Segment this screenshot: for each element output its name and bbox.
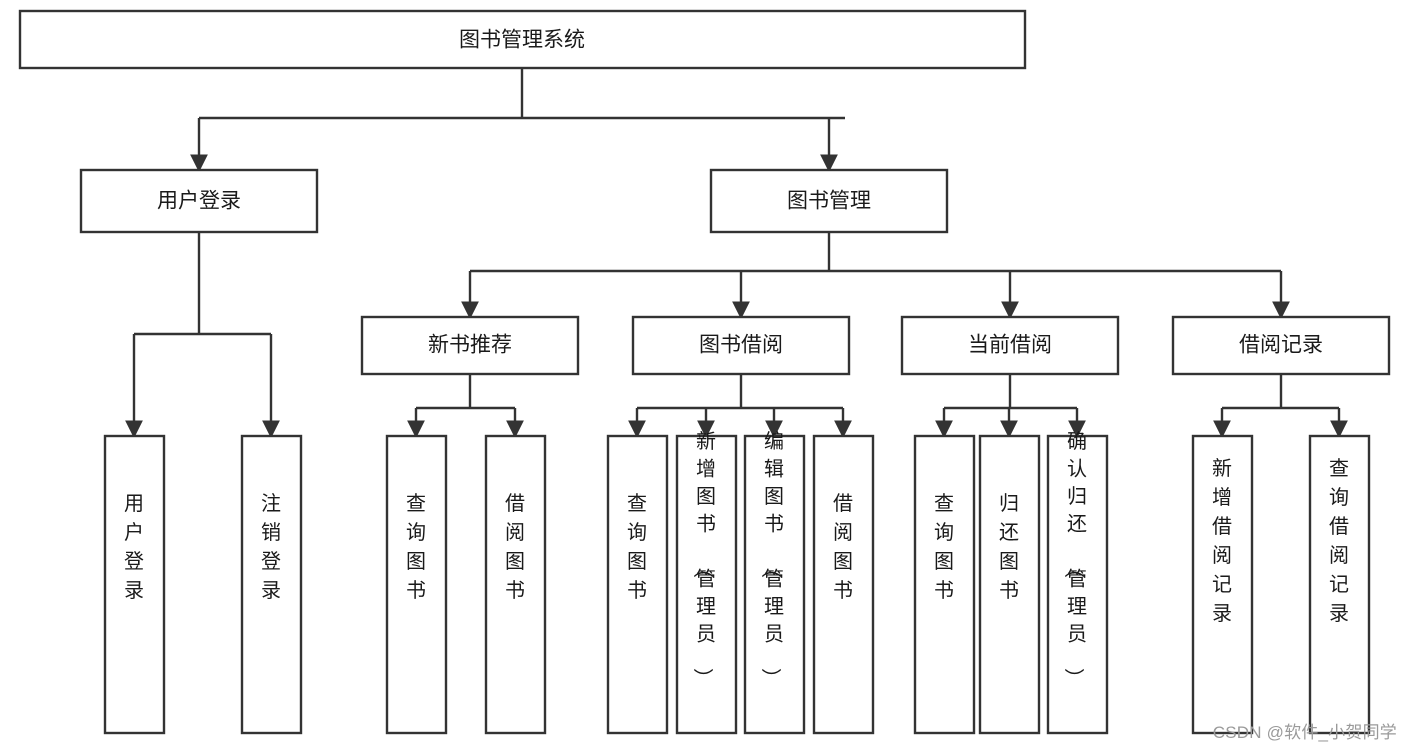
- node-new-book-recommend[interactable]: 新书推荐: [360, 315, 580, 376]
- node-leaf-query-borrow-record[interactable]: 查询借阅记录: [1308, 434, 1371, 735]
- node-current-borrow-label: 当前借阅: [968, 334, 1052, 357]
- node-book-management[interactable]: 图书管理: [709, 168, 949, 234]
- csdn-watermark: CSDN @软件_小贺同学: [1212, 723, 1397, 742]
- node-borrow-record-label: 借阅记录: [1239, 334, 1323, 357]
- node-leaf-borrow-book-recommend[interactable]: 借阅图书: [484, 434, 547, 735]
- node-leaf-edit-book-admin[interactable]: 编辑图书（管理员）: [743, 430, 806, 735]
- node-leaf-query-book-borrow[interactable]: 查询图书: [606, 434, 669, 735]
- edge-borrow-record-to-leaves: [1213, 374, 1348, 439]
- node-leaf-confirm-return-admin[interactable]: 确认归还（管理员）: [1046, 430, 1109, 735]
- edge-root-to-level1: [190, 68, 845, 173]
- edge-book-borrow-to-leaves: [628, 374, 852, 439]
- node-book-borrow-label: 图书借阅: [699, 334, 783, 357]
- edge-new-book-to-leaves: [407, 374, 524, 439]
- edge-book-manage-to-level2: [461, 232, 1290, 320]
- node-leaf-return-book-label: 归还图书: [999, 492, 1019, 602]
- node-leaf-borrow-book[interactable]: 借阅图书: [812, 434, 875, 735]
- node-leaf-query-borrow-record-label: 查询借阅记录: [1329, 457, 1349, 625]
- node-leaf-logout-label: 注销登录: [261, 492, 281, 602]
- node-leaf-borrow-book-label: 借阅图书: [833, 492, 853, 602]
- node-leaf-edit-book-admin-label: 编辑图书（管理员）: [759, 430, 784, 688]
- node-leaf-query-book-recommend-label: 查询图书: [406, 492, 426, 602]
- node-leaf-query-book-borrow-label: 查询图书: [627, 492, 647, 602]
- node-current-borrow[interactable]: 当前借阅: [900, 315, 1120, 376]
- node-borrow-record[interactable]: 借阅记录: [1171, 315, 1391, 376]
- node-leaf-add-borrow-record-label: 新增借阅记录: [1212, 457, 1232, 625]
- node-leaf-return-book[interactable]: 归还图书: [978, 434, 1041, 735]
- node-leaf-logout[interactable]: 注销登录: [240, 434, 303, 735]
- node-new-book-recommend-label: 新书推荐: [428, 334, 512, 357]
- node-leaf-add-book-admin-label: 新增图书（管理员）: [691, 430, 716, 688]
- node-leaf-query-book-recommend[interactable]: 查询图书: [385, 434, 448, 735]
- edge-current-borrow-to-leaves: [935, 374, 1086, 439]
- node-leaf-query-book-current-label: 查询图书: [934, 492, 954, 602]
- node-leaf-borrow-book-recommend-label: 借阅图书: [505, 492, 525, 602]
- edge-user-login-to-leaves: [125, 232, 280, 439]
- node-leaf-add-borrow-record[interactable]: 新增借阅记录: [1191, 434, 1254, 735]
- node-root-book-management-system[interactable]: 图书管理系统: [18, 9, 1027, 70]
- node-user-login-label: 用户登录: [157, 190, 241, 213]
- node-book-management-label: 图书管理: [787, 190, 871, 213]
- node-leaf-add-book-admin[interactable]: 新增图书（管理员）: [675, 430, 738, 735]
- node-leaf-user-login-label: 用户登录: [124, 493, 144, 602]
- node-leaf-query-book-current[interactable]: 查询图书: [913, 434, 976, 735]
- node-leaf-user-login[interactable]: 用户登录: [103, 434, 166, 735]
- node-book-borrow[interactable]: 图书借阅: [631, 315, 851, 376]
- node-user-login[interactable]: 用户登录: [79, 168, 319, 234]
- node-leaf-confirm-return-admin-label: 确认归还（管理员）: [1062, 430, 1087, 688]
- node-root-label: 图书管理系统: [459, 29, 585, 52]
